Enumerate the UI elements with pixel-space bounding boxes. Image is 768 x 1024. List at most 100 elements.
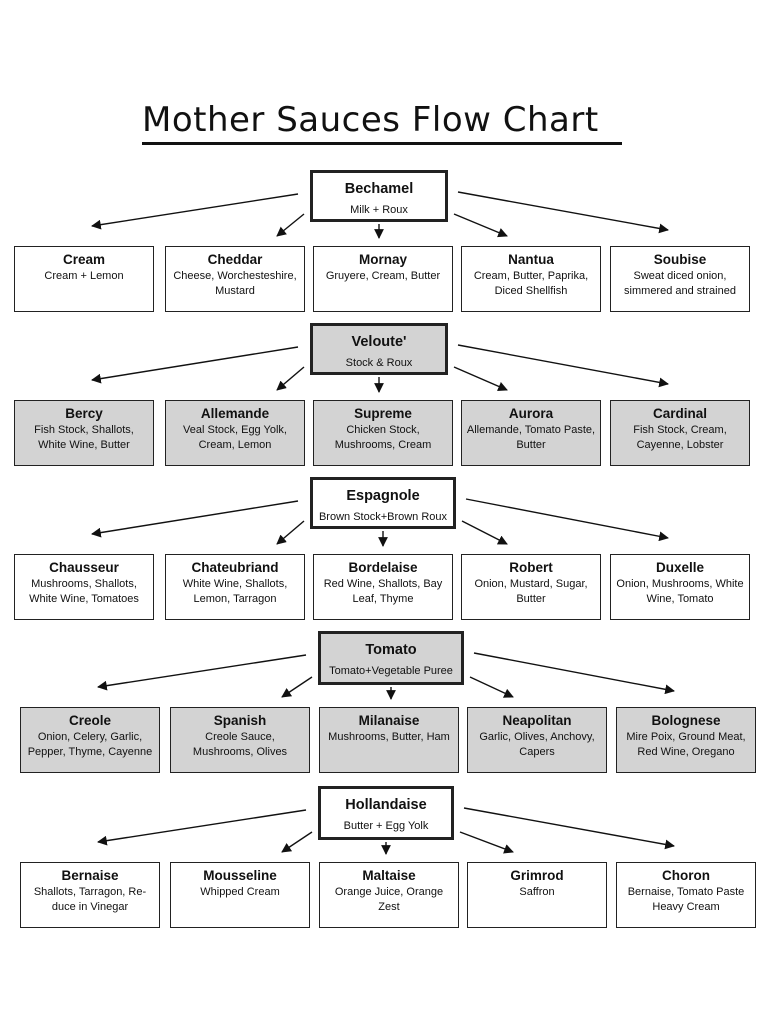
sauce-ingredients: Mushrooms, Butter, Ham xyxy=(328,731,450,743)
sauce-name: Mornay xyxy=(358,252,407,267)
sauce-ingredients: Onion, Mushrooms, White Wine, Tomato xyxy=(616,578,744,605)
sauce-ingredients: Fish Stock, Cream, Cayenne, Lobster xyxy=(633,424,727,451)
sauce-name: Bordelaise xyxy=(348,560,418,575)
sauce-name: Chausseur xyxy=(49,560,119,575)
sauce-ingredients: Cheese, Worchesteshire, Mustard xyxy=(173,270,297,297)
sauce-name: Supreme xyxy=(354,406,412,421)
sauce-ingredients: Onion, Mustard, Sugar, Butter xyxy=(474,578,588,605)
sauce-name: Bercy xyxy=(65,406,103,421)
flow-arrow xyxy=(276,366,305,391)
sauce-ingredients: Fish Stock, Shallots, White Wine, Butter xyxy=(34,424,134,451)
sauce-ingredients: Onion, Celery, Garlic, Pepper, Thyme, Ca… xyxy=(27,731,153,758)
sauce-ingredients: Brown Stock+Brown Roux xyxy=(318,511,448,523)
flow-arrow xyxy=(465,498,669,542)
sauce-name: Cream xyxy=(62,252,106,267)
sauce-name: Bolognese xyxy=(651,713,721,728)
sauce-ingredients: Whipped Cream xyxy=(200,886,280,898)
sauce-ingredients: Bernaise, Tomato Paste Heavy Cream xyxy=(627,886,745,913)
sauce-name: Bernaise xyxy=(61,868,119,883)
sauce-ingredients: Garlic, Olives, Anchovy, Capers xyxy=(479,731,595,758)
sauce-name: Creole xyxy=(68,713,112,728)
sauce-name: Choron xyxy=(662,868,710,883)
sauce-name: Mousseline xyxy=(203,868,277,883)
flow-arrow xyxy=(469,676,514,698)
sauce-ingredients: White Wine, Shallots, Lemon, Tarragon xyxy=(182,578,288,605)
sauce-ingredients: Chicken Stock, Mushrooms, Cream xyxy=(334,424,432,451)
sauce-ingredients: Orange Juice, Orange Zest xyxy=(334,886,444,913)
sauce-name: Duxelle xyxy=(655,560,705,575)
sauce-name: Cardinal xyxy=(652,406,707,421)
sauce-name: Soubise xyxy=(653,252,707,267)
sauce-ingredients: Milk + Roux xyxy=(350,204,408,216)
sauce-name: Milanaise xyxy=(358,713,420,728)
sauce-ingredients: Shallots, Tarragon, Re-duce in Vinegar xyxy=(33,886,147,913)
sauce-name: Neapolitan xyxy=(502,713,572,728)
sauce-ingredients: Mushrooms, Shallots, White Wine, Tomatoe… xyxy=(29,578,139,605)
sauce-name: Spanish xyxy=(213,713,267,728)
sauce-name: Grimrod xyxy=(510,868,564,883)
sauce-name: Maltaise xyxy=(362,868,416,883)
flow-arrow xyxy=(276,213,305,237)
flow-arrow xyxy=(276,520,305,545)
sauce-name: Cheddar xyxy=(207,252,263,267)
sauce-ingredients: Saffron xyxy=(519,886,555,898)
flow-arrow xyxy=(91,500,299,538)
sauce-ingredients: Mire Poix, Ground Meat, Red Wine, Oregan… xyxy=(626,731,746,758)
sauce-name: Nantua xyxy=(508,252,554,267)
sauce-ingredients: Creole Sauce, Mushrooms, Olives xyxy=(192,731,288,758)
flow-arrow xyxy=(453,213,508,238)
flow-arrow xyxy=(459,831,514,854)
sauce-name: Tomato xyxy=(365,642,417,658)
flow-arrow xyxy=(457,191,669,234)
flow-arrow xyxy=(91,346,299,384)
sauce-name: Allemande xyxy=(200,406,270,421)
flow-arrow xyxy=(457,344,669,388)
flow-arrow xyxy=(473,652,675,695)
flow-arrow xyxy=(97,654,307,691)
sauce-ingredients: Gruyere, Cream, Butter xyxy=(325,270,441,282)
sauce-name: Chateubriand xyxy=(191,560,279,575)
sauce-name: Robert xyxy=(509,560,553,575)
sauce-name: Espagnole xyxy=(346,488,420,504)
flow-arrow xyxy=(463,807,675,850)
flow-arrow xyxy=(97,809,307,846)
mother-sauce-box: Veloute'Stock & Roux xyxy=(310,323,448,375)
sauce-ingredients: Sweat diced onion, simmered and strained xyxy=(624,270,736,297)
sauce-name: Bechamel xyxy=(344,181,414,197)
sauce-ingredients: Cream + Lemon xyxy=(44,270,124,282)
flow-arrow xyxy=(281,831,313,853)
flow-arrow xyxy=(281,676,313,698)
flow-arrow xyxy=(91,193,299,230)
sauce-ingredients: Veal Stock, Egg Yolk, Cream, Lemon xyxy=(183,424,287,451)
flow-arrow xyxy=(461,520,508,545)
sauce-ingredients: Cream, Butter, Paprika, Diced Shellfish xyxy=(473,270,589,297)
sauce-ingredients: Tomato+Vegetable Puree xyxy=(329,665,453,677)
sauce-name: Aurora xyxy=(508,406,554,421)
